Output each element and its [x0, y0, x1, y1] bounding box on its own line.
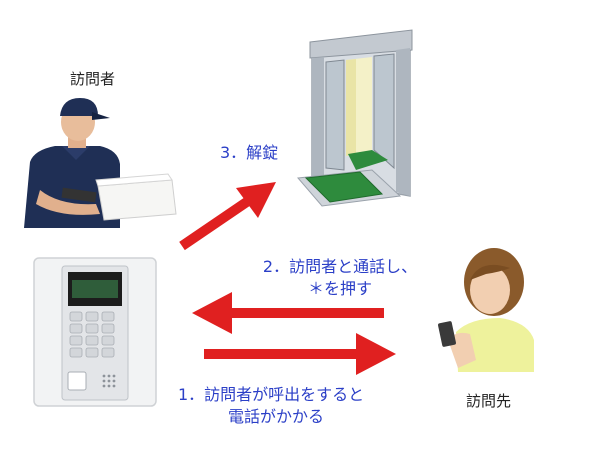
- smartphone-user-icon: [438, 248, 534, 372]
- step2-line2: ＊を押す: [307, 279, 372, 298]
- delivery-person-icon: [24, 98, 177, 228]
- step1-line1: 1．訪問者が呼出をすると: [178, 385, 365, 404]
- intercom-panel-icon: [33, 257, 157, 407]
- automatic-door-icon: [297, 29, 413, 207]
- step2-line1: 2．訪問者と通話し、: [262, 257, 418, 276]
- call-back-arrow: [192, 292, 384, 334]
- step3-label: 3．解錠: [220, 143, 279, 162]
- call-forward-arrow: [204, 333, 396, 375]
- step1-line2: 電話がかかる: [228, 407, 325, 426]
- destination-label: 訪問先: [466, 392, 512, 410]
- step1-label: 1．訪問者が呼出をすると 電話がかかる: [178, 384, 364, 428]
- unlock-arrow: [179, 182, 276, 251]
- visitor-label: 訪問者: [70, 70, 116, 88]
- step2-label: 2．訪問者と通話し、 ＊を押す: [250, 256, 430, 300]
